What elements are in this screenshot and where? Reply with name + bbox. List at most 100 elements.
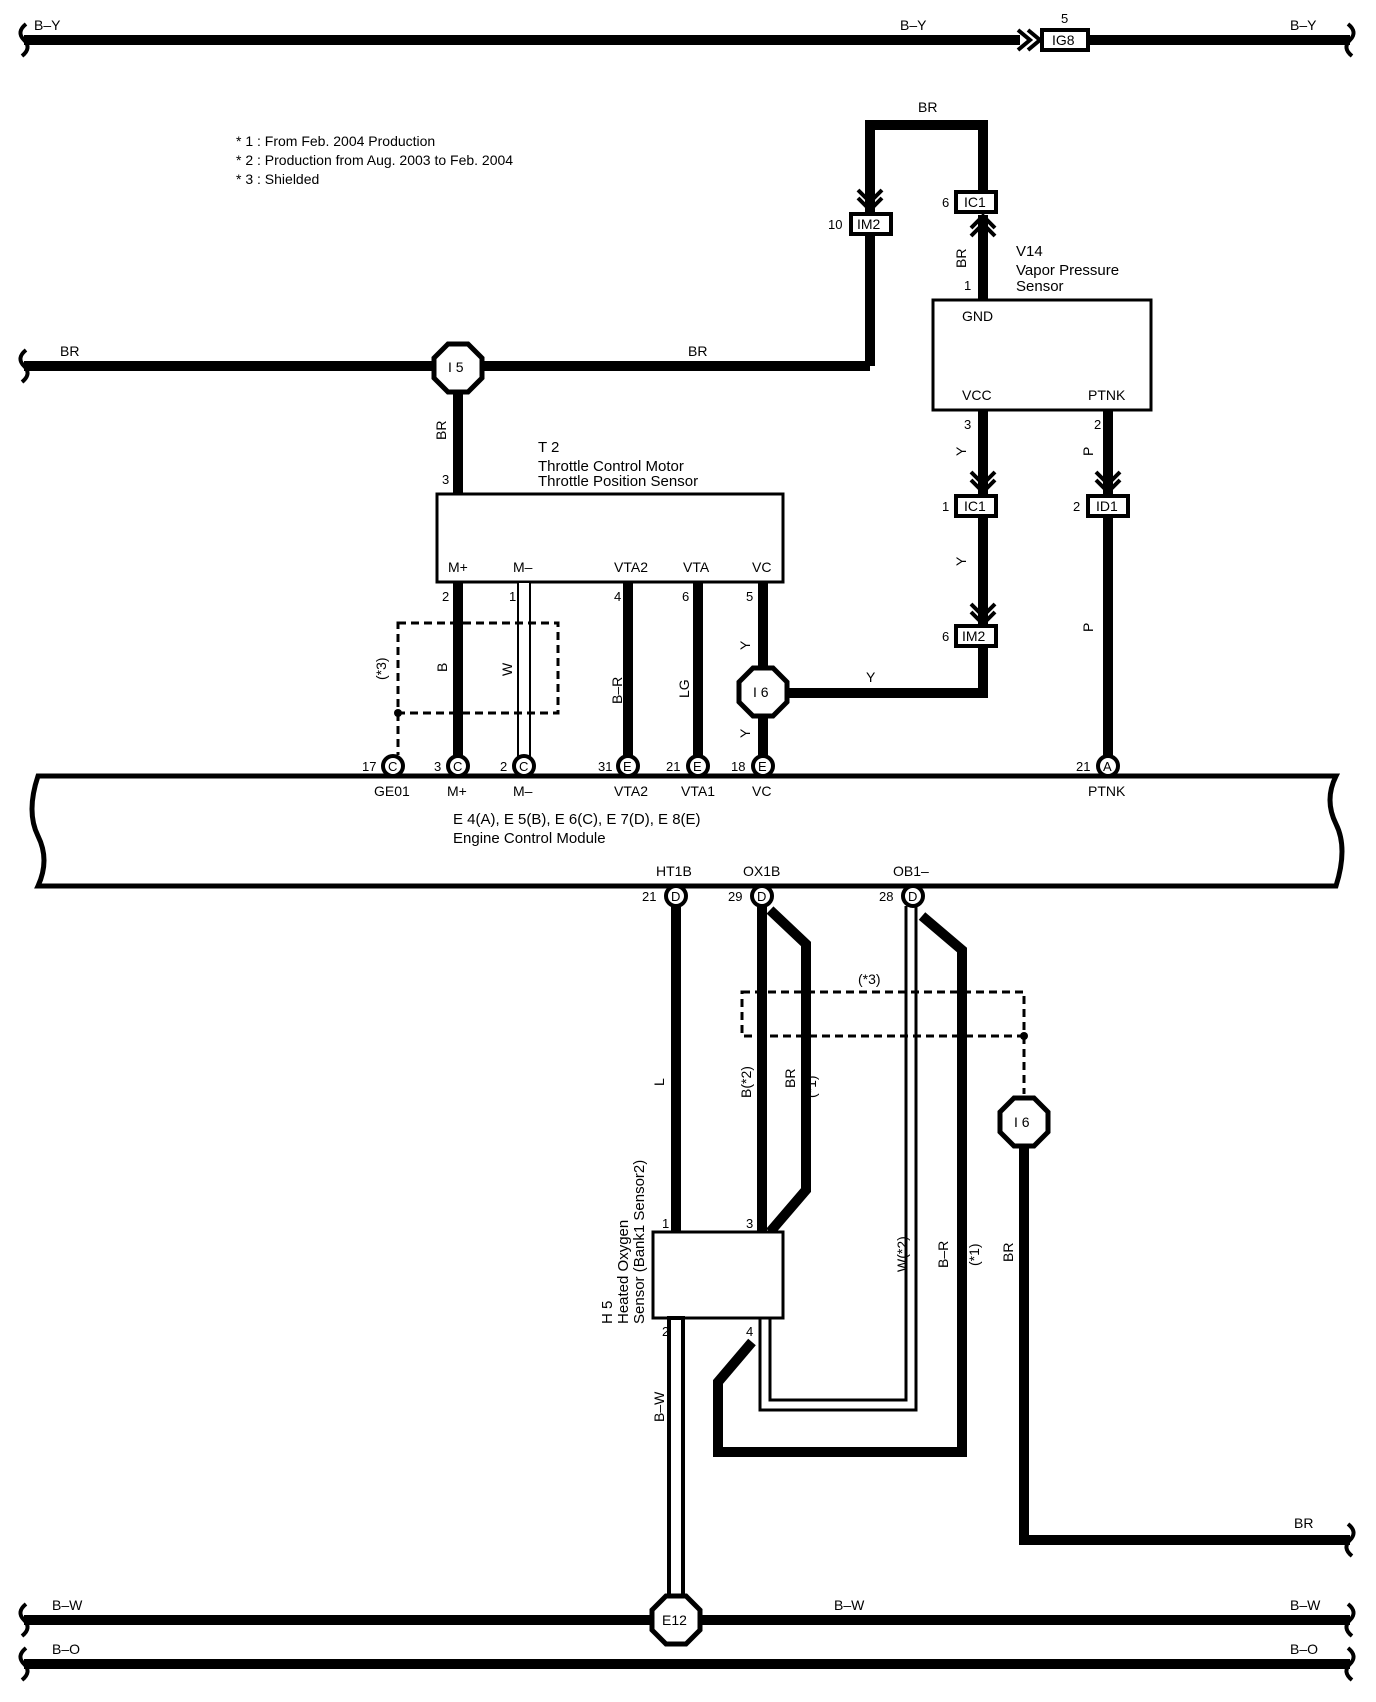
svg-text:1: 1	[509, 589, 516, 604]
svg-text:OB1–: OB1–	[893, 863, 929, 879]
ic1-mid-connector	[954, 494, 998, 518]
bw-label-right: B–W	[1290, 1597, 1321, 1613]
ecm-pin-ox1b: D 29	[728, 884, 774, 908]
svg-text:M–: M–	[513, 559, 533, 575]
svg-text:29: 29	[728, 889, 742, 904]
svg-text:1: 1	[942, 499, 949, 514]
ig8-label: IG8	[1052, 32, 1075, 48]
svg-text:M+: M+	[448, 559, 468, 575]
svg-text:VTA: VTA	[683, 559, 710, 575]
svg-text:V14: V14	[1016, 243, 1043, 260]
ecm-top-pins: C 17 GE01 C 3 M+ C 2 M– E 31 VTA2 E 21 V…	[362, 754, 1126, 799]
br1-label: BR	[782, 1069, 798, 1088]
p-ptnk-label: P	[1080, 447, 1096, 456]
v14-sensor: V14 Vapor Pressure Sensor GND VCC PTNK	[931, 243, 1153, 412]
im2-top-pin: 10	[828, 217, 842, 232]
svg-text:D: D	[908, 889, 917, 904]
svg-text:2: 2	[662, 1324, 669, 1339]
note-3: * 3 : Shielded	[236, 171, 319, 187]
y-vcc-label: Y	[953, 446, 969, 456]
ecm-pin-ob1-minus: D 28	[879, 884, 925, 908]
note-2: * 2 : Production from Aug. 2003 to Feb. …	[236, 152, 513, 168]
junction-e12: E12	[649, 1593, 703, 1647]
svg-text:2: 2	[442, 589, 449, 604]
svg-text:PTNK: PTNK	[1088, 387, 1126, 403]
ig8-pin: 5	[1061, 11, 1068, 26]
br-wiring: IM2 10 IC1 6 BR BR BR BR 1	[18, 99, 998, 384]
p-id1-label: P	[1080, 623, 1096, 632]
l-ht-label: L	[651, 1078, 667, 1086]
note1a-label: (*1)	[803, 1075, 819, 1098]
svg-text:1: 1	[662, 1216, 669, 1231]
svg-text:Sensor: Sensor	[1016, 278, 1064, 295]
ecm-pin-m-plus: C 3 M+	[434, 754, 470, 799]
ic1-top-connector	[954, 190, 998, 214]
br-i5-wire-label: BR	[433, 421, 449, 440]
svg-text:VCC: VCC	[962, 387, 992, 403]
ecm-pin-vta2: E 31 VTA2	[598, 754, 648, 799]
ic1-top-pin: 6	[942, 195, 949, 210]
svg-text:E: E	[693, 759, 702, 774]
svg-text:Throttle Control Motor: Throttle Control Motor	[538, 458, 684, 475]
svg-text:D: D	[757, 889, 766, 904]
t2-top-pin: 3	[442, 472, 449, 487]
svg-text:21: 21	[642, 889, 656, 904]
by-label-right: B–Y	[1290, 17, 1317, 33]
note-1: * 1 : From Feb. 2004 Production	[236, 133, 435, 149]
v14-pin-gnd: 1	[964, 278, 971, 293]
svg-text:HT1B: HT1B	[656, 863, 692, 879]
ecm-module: E 4(A), E 5(B), E 6(C), E 7(D), E 8(E) E…	[29, 773, 1345, 889]
svg-text:M–: M–	[513, 783, 533, 799]
svg-text:C: C	[519, 759, 528, 774]
svg-text:6: 6	[682, 589, 689, 604]
h5-oxygen-sensor: 1 3 2 4 H 5 Heated Oxygen Sensor (Bank1 …	[599, 1160, 785, 1339]
lg-vta-label: LG	[676, 679, 692, 698]
svg-text:31: 31	[598, 759, 612, 774]
svg-text:H 5: H 5	[599, 1301, 616, 1324]
svg-text:18: 18	[731, 759, 745, 774]
y-vc-bot-label: Y	[737, 728, 753, 738]
bw-label-mid: B–W	[834, 1597, 865, 1613]
svg-text:E: E	[758, 759, 767, 774]
svg-text:Heated Oxygen: Heated Oxygen	[615, 1220, 632, 1324]
bo-bus: B–O B–O	[18, 1641, 1356, 1682]
ecm-pin-ht1b: D 21	[642, 884, 688, 908]
svg-text:IC1: IC1	[964, 498, 986, 514]
y-vc-top-label: Y	[737, 640, 753, 650]
svg-text:I 6: I 6	[1014, 1114, 1030, 1130]
br-top-label: BR	[918, 99, 937, 115]
ecm-bottom-pins: HT1B OX1B OB1– D 21 D 29 D 28	[642, 863, 929, 908]
h5-ground-wire: B–W	[651, 1316, 685, 1602]
t2-output-wires: 2 1 4 6 5 B W B–R LG Y Y (*3)	[373, 581, 768, 761]
svg-text:Throttle Position Sensor: Throttle Position Sensor	[538, 473, 698, 490]
h5-wiring: L B(*2) BR (*1) W(*2) B–R (*1) (*3)	[651, 906, 1028, 1457]
im2-top-label: IM2	[857, 216, 881, 232]
br-mid-label: BR	[688, 343, 707, 359]
w-m-label: W	[499, 662, 515, 676]
ig8-connector	[1040, 28, 1090, 52]
by-label-left: B–Y	[34, 17, 61, 33]
by-bus: IG8 5 B–Y B–Y B–Y	[18, 11, 1356, 58]
svg-text:A: A	[1103, 759, 1112, 774]
junction-i6-lower: I 6 BR BR	[997, 1095, 1356, 1558]
ic1-top-label: IC1	[964, 194, 986, 210]
ecm-pin-ge01: C 17 GE01	[362, 754, 410, 799]
svg-text:GE01: GE01	[374, 783, 410, 799]
svg-text:6: 6	[942, 629, 949, 644]
svg-text:4: 4	[746, 1324, 753, 1339]
b2-label: B(*2)	[738, 1066, 754, 1098]
shield-bot-label: (*3)	[858, 971, 881, 987]
svg-text:C: C	[453, 759, 462, 774]
ecm-pin-m-minus: C 2 M–	[500, 754, 536, 799]
bo-label-right: B–O	[1290, 1641, 1318, 1657]
v14-pin-vcc: 3	[964, 417, 971, 432]
svg-text:GND: GND	[962, 308, 993, 324]
svg-text:I 5: I 5	[448, 359, 464, 375]
svg-text:17: 17	[362, 759, 376, 774]
svg-text:VTA2: VTA2	[614, 783, 648, 799]
svg-text:4: 4	[614, 589, 621, 604]
svg-text:VTA1: VTA1	[681, 783, 715, 799]
bw-label-left: B–W	[52, 1597, 83, 1613]
svg-text:OX1B: OX1B	[743, 863, 780, 879]
br-v14-wire-label: BR	[953, 249, 969, 268]
